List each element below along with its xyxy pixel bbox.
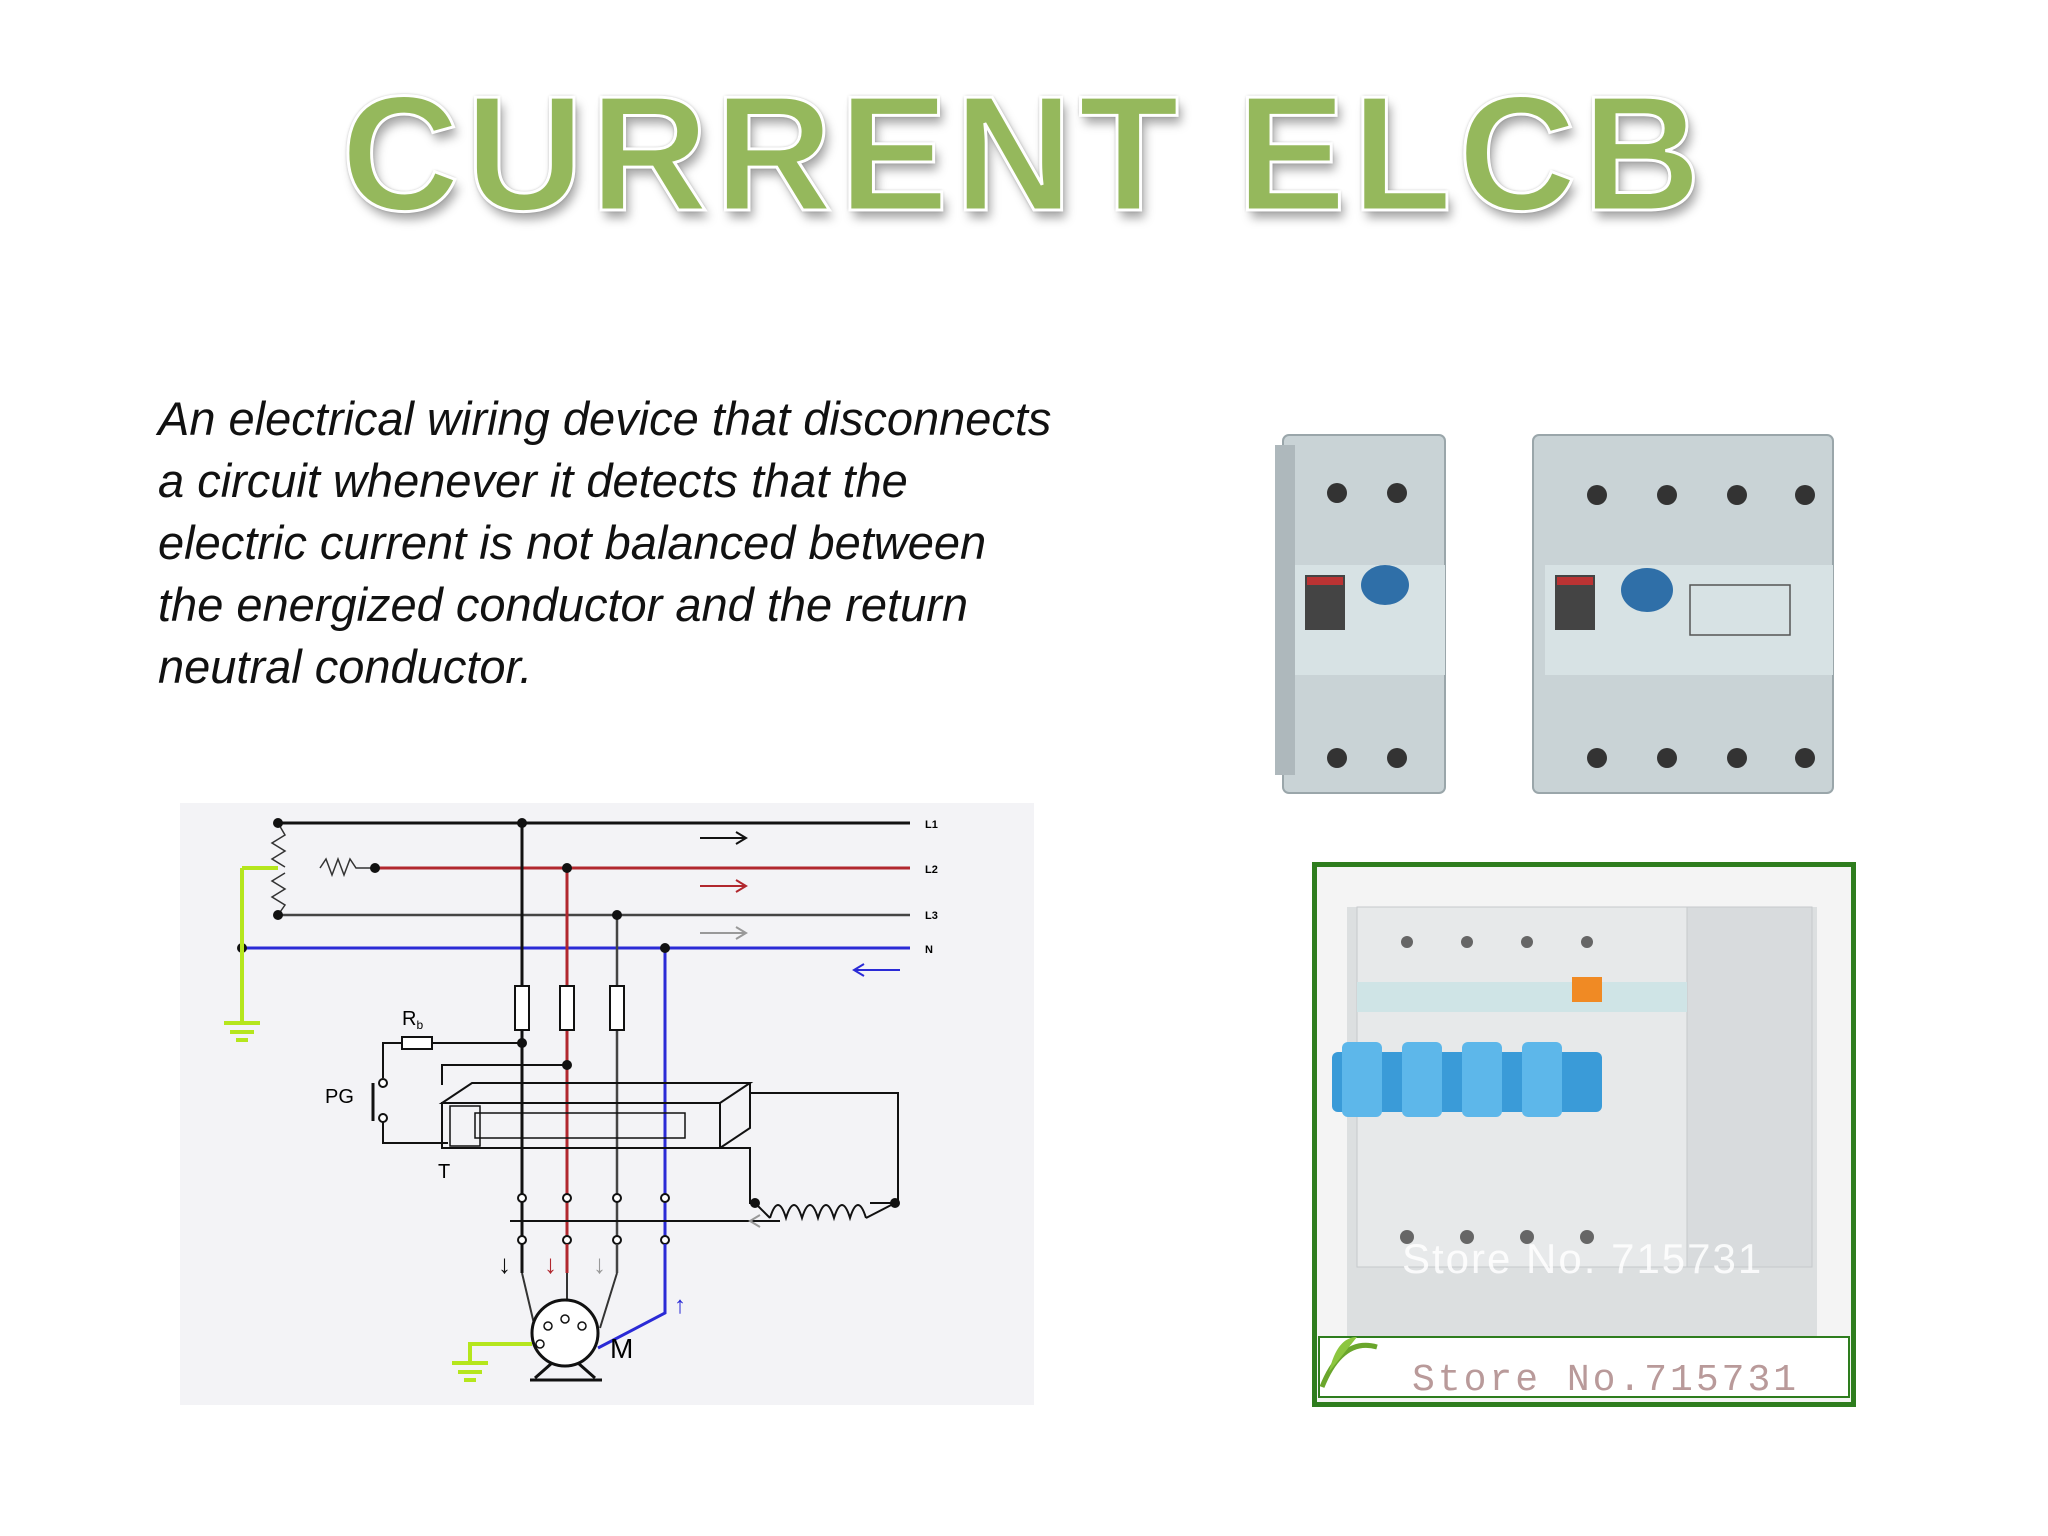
slide-title: CURRENT ELCB <box>340 62 1707 245</box>
elcb-2-pole-device <box>1275 434 1446 794</box>
label-n: N <box>925 944 933 956</box>
current-arrow-l1: ↓ <box>498 1249 511 1279</box>
label-rb: Rb <box>402 1008 423 1032</box>
leaf-logo <box>1319 1337 1378 1388</box>
earth-symbol-bottom <box>452 1361 488 1382</box>
transformer-core <box>438 1082 754 1149</box>
breaker-body <box>1332 906 1813 1268</box>
elcb-4-pole-device <box>1532 434 1834 794</box>
store-watermark-text: Store No. 715731 <box>1402 1235 1764 1282</box>
store-number-label: Store No.715731 <box>1412 1359 1800 1402</box>
flow-arrow-n <box>852 963 900 977</box>
earth-symbol-top <box>224 1021 260 1042</box>
current-arrow-l2: ↓ <box>544 1249 557 1279</box>
wiring-diagram-svg: L1 L2 L3 N <box>224 818 938 1382</box>
current-arrow-l3: ↓ <box>593 1249 606 1279</box>
current-arrow-n: ↑ <box>674 1292 686 1319</box>
flow-arrow-l3 <box>700 926 748 940</box>
slide-body-text: An electrical wiring device that disconn… <box>158 392 1052 693</box>
label-pg: PG <box>325 1086 354 1108</box>
label-l3: L3 <box>925 910 938 922</box>
rccb-product-photo: Store No. 715731 Store No.715731 <box>1312 862 1856 1407</box>
elcb-wiring-diagram: L1 L2 L3 N <box>180 803 1034 1405</box>
label-m: M <box>610 1333 633 1364</box>
flow-arrow-l1 <box>700 831 748 845</box>
flow-arrow-l2 <box>700 879 748 893</box>
label-l2: L2 <box>925 864 938 876</box>
motor-symbol <box>530 1298 602 1382</box>
label-l1: L1 <box>925 819 938 831</box>
label-t: T <box>438 1161 450 1183</box>
elcb-devices-image <box>1275 425 1860 803</box>
